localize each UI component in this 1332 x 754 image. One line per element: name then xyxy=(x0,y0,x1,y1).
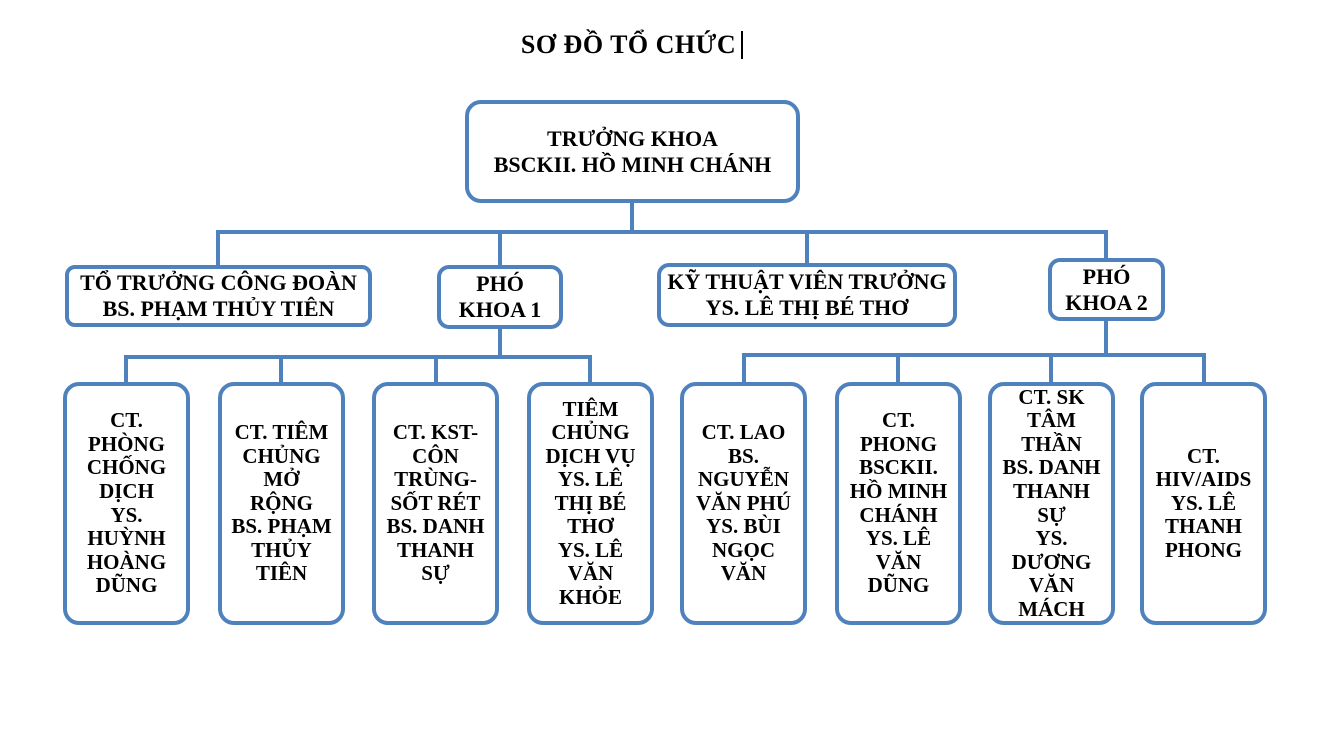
node-ct-sk-tam-than[interactable]: CT. SK TÂM THẦN BS. DANH THANH SỰ YS. DƯ… xyxy=(988,382,1115,625)
page-title-text: SƠ ĐỒ TỔ CHỨC xyxy=(520,30,737,59)
connector-drop-leaf-8 xyxy=(1202,353,1206,384)
node-pho-khoa-1[interactable]: PHÓ KHOA 1 xyxy=(437,265,563,329)
connector-drop-deputy-2 xyxy=(1104,230,1108,260)
connector-drop-leaf-3 xyxy=(434,355,438,384)
connector-drop-deputy-1 xyxy=(498,230,502,267)
connector-deputy2-vertical xyxy=(1104,319,1108,357)
connector-level2-horizontal xyxy=(216,230,1108,234)
node-ky-thuat-vien-truong[interactable]: KỸ THUẬT VIÊN TRƯỞNG YS. LÊ THỊ BÉ THƠ xyxy=(657,263,957,327)
connector-drop-leaf-2 xyxy=(279,355,283,384)
node-ct-phong-chong-dich[interactable]: CT. PHÒNG CHỐNG DỊCH YS. HUỲNH HOÀNG DŨN… xyxy=(63,382,190,625)
connector-drop-leaf-1 xyxy=(124,355,128,384)
node-pho-khoa-2[interactable]: PHÓ KHOA 2 xyxy=(1048,258,1165,321)
connector-drop-leaf-4 xyxy=(588,355,592,384)
node-ct-kst-con-trung-sot-ret[interactable]: CT. KST- CÔN TRÙNG- SỐT RÉT BS. DANH THA… xyxy=(372,382,499,625)
node-ct-lao[interactable]: CT. LAO BS. NGUYỄN VĂN PHÚ YS. BÙI NGỌC … xyxy=(680,382,807,625)
connector-right-cluster-horizontal xyxy=(742,353,1206,357)
node-ct-tiem-chung-mo-rong[interactable]: CT. TIÊM CHỦNG MỞ RỘNG BS. PHẠM THỦY TIÊ… xyxy=(218,382,345,625)
connector-drop-union-leader xyxy=(216,230,220,267)
node-ct-phong[interactable]: CT. PHONG BSCKII. HỒ MINH CHÁNH YS. LÊ V… xyxy=(835,382,962,625)
connector-root-vertical xyxy=(630,200,634,234)
connector-deputy1-vertical xyxy=(498,327,502,359)
page-title: SƠ ĐỒ TỔ CHỨC xyxy=(0,30,1264,60)
node-truong-khoa[interactable]: TRƯỞNG KHOA BSCKII. HỒ MINH CHÁNH xyxy=(465,100,800,203)
connector-left-cluster-horizontal xyxy=(124,355,592,359)
node-ct-hiv-aids[interactable]: CT. HIV/AIDS YS. LÊ THANH PHONG xyxy=(1140,382,1267,625)
node-to-truong-cong-doan[interactable]: TỔ TRƯỞNG CÔNG ĐOÀN BS. PHẠM THỦY TIÊN xyxy=(65,265,372,327)
text-cursor xyxy=(741,31,744,59)
connector-drop-leaf-6 xyxy=(896,353,900,384)
connector-drop-leaf-5 xyxy=(742,353,746,384)
connector-drop-leaf-7 xyxy=(1049,353,1053,384)
node-tiem-chung-dich-vu[interactable]: TIÊM CHỦNG DỊCH VỤ YS. LÊ THỊ BÉ THƠ YS.… xyxy=(527,382,654,625)
connector-drop-chief-technician xyxy=(805,230,809,265)
